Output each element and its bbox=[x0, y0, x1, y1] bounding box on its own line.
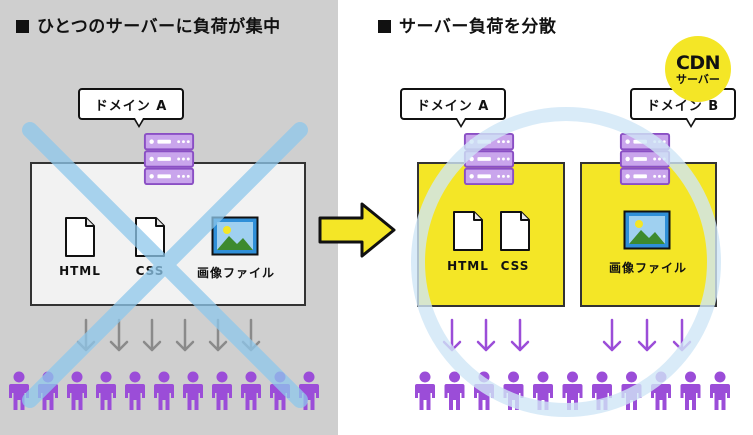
right-person-icon-4 bbox=[503, 371, 524, 410]
right-person-icon-10 bbox=[680, 371, 701, 410]
right-person-icon-1 bbox=[415, 371, 435, 410]
left-image-file-label: 画像ファイル bbox=[196, 266, 275, 280]
cdn-badge-title: CDN bbox=[675, 51, 721, 74]
right-person-icon-2 bbox=[444, 371, 465, 410]
right-css-document-icon bbox=[499, 210, 531, 252]
right-person-icon-8 bbox=[621, 371, 642, 410]
right-heading: サーバー負荷を分散 bbox=[378, 12, 556, 37]
right-arrow-icon-3 bbox=[510, 318, 530, 352]
right-person-icon-11 bbox=[710, 371, 730, 410]
right-person-icon-9 bbox=[651, 371, 671, 410]
right-domain-a-server-icon bbox=[462, 132, 516, 186]
left-html-label: HTML bbox=[59, 264, 101, 278]
left-users-group bbox=[9, 371, 319, 410]
left-image-file-icon bbox=[211, 216, 259, 256]
left-person-icon-2 bbox=[38, 371, 58, 410]
cdn-badge-subtitle: サーバー bbox=[676, 72, 720, 86]
left-arrow-icon-6 bbox=[241, 318, 261, 352]
left-arrow-icon-3 bbox=[142, 318, 162, 352]
heading-square-icon bbox=[16, 20, 29, 33]
transition-arrow-icon bbox=[318, 202, 396, 258]
left-domain-a-label: ドメイン A bbox=[78, 88, 184, 128]
right-arrow-icon-6 bbox=[672, 318, 692, 352]
right-person-icon-6 bbox=[562, 371, 583, 410]
right-css-label: CSS bbox=[500, 259, 530, 273]
right-image-file-label: 画像ファイル bbox=[608, 261, 687, 275]
left-person-icon-1 bbox=[9, 371, 29, 410]
right-person-icon-3 bbox=[474, 371, 494, 410]
right-person-icon-5 bbox=[533, 371, 553, 410]
left-person-icon-3 bbox=[67, 371, 87, 410]
right-arrow-icon-5 bbox=[637, 318, 657, 352]
left-request-arrows bbox=[76, 318, 261, 352]
left-arrow-icon-5 bbox=[208, 318, 228, 352]
left-css-label: CSS bbox=[135, 264, 165, 278]
right-request-arrows bbox=[442, 318, 692, 352]
left-heading: ひとつのサーバーに負荷が集中 bbox=[16, 12, 281, 37]
heading-square-icon bbox=[378, 20, 391, 33]
left-arrow-icon-4 bbox=[175, 318, 195, 352]
left-person-icon-9 bbox=[241, 371, 261, 410]
right-users-group bbox=[415, 371, 730, 410]
left-arrow-icon-2 bbox=[109, 318, 129, 352]
left-arrow-icon-1 bbox=[76, 318, 96, 352]
left-person-icon-10 bbox=[270, 371, 290, 410]
right-domain-a-label: ドメイン A bbox=[400, 88, 506, 128]
right-person-icon-7 bbox=[592, 371, 612, 410]
left-server-icon bbox=[142, 132, 196, 186]
left-person-icon-4 bbox=[96, 371, 116, 410]
left-person-icon-6 bbox=[154, 371, 174, 410]
left-html-document-icon bbox=[64, 216, 96, 258]
left-person-icon-11 bbox=[299, 371, 319, 410]
left-css-document-icon bbox=[134, 216, 166, 258]
right-arrow-icon-4 bbox=[602, 318, 622, 352]
right-arrow-icon-2 bbox=[476, 318, 496, 352]
right-html-document-icon bbox=[452, 210, 484, 252]
right-image-file-icon bbox=[623, 210, 671, 250]
left-person-icon-7 bbox=[183, 371, 203, 410]
cdn-server-badge: CDN サーバー bbox=[665, 36, 731, 102]
left-person-icon-5 bbox=[125, 371, 145, 410]
right-domain-b-server-icon bbox=[618, 132, 672, 186]
left-person-icon-8 bbox=[212, 371, 232, 410]
right-arrow-icon-1 bbox=[442, 318, 462, 352]
